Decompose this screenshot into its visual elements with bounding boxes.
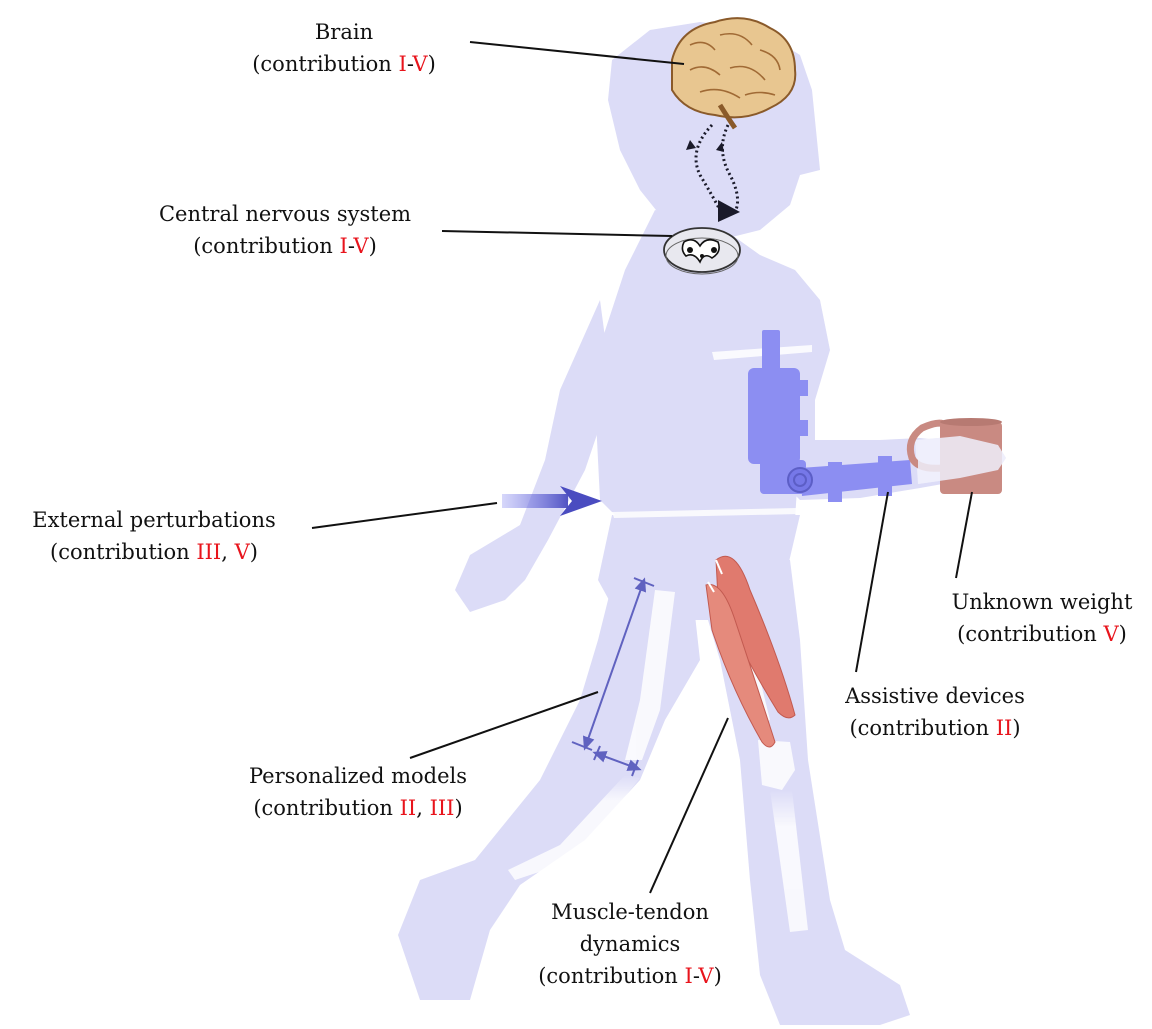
- label-brain-contribution: (contribution I-V): [234, 48, 454, 80]
- contribution-separator: ,: [416, 796, 429, 820]
- contribution-numeral: I: [340, 234, 348, 258]
- contribution-prefix: (contribution: [253, 796, 399, 820]
- label-muscle-title-line1: Muscle-tendon: [510, 896, 750, 928]
- label-external: External perturbations (contribution III…: [4, 504, 304, 568]
- contribution-numeral: V: [353, 234, 368, 258]
- label-weight-contribution: (contribution V): [930, 618, 1152, 650]
- leader-weight: [956, 492, 972, 578]
- contribution-suffix: ): [428, 52, 436, 76]
- contribution-prefix: (contribution: [957, 622, 1103, 646]
- contribution-suffix: ): [1012, 716, 1020, 740]
- leader-muscle: [650, 718, 728, 893]
- contribution-numeral: II: [996, 716, 1013, 740]
- contribution-numeral: V: [1103, 622, 1118, 646]
- contribution-suffix: ): [454, 796, 462, 820]
- label-external-contribution: (contribution III, V): [4, 536, 304, 568]
- contribution-numeral: V: [235, 540, 250, 564]
- contribution-suffix: ): [250, 540, 258, 564]
- contribution-numeral: V: [698, 964, 713, 988]
- label-personalized: Personalized models (contribution II, II…: [228, 760, 488, 824]
- label-assistive-contribution: (contribution II): [818, 712, 1052, 744]
- contribution-prefix: (contribution: [538, 964, 684, 988]
- label-weight-title: Unknown weight: [930, 586, 1152, 618]
- label-assistive-title: Assistive devices: [818, 680, 1052, 712]
- contribution-numeral: II: [400, 796, 417, 820]
- contribution-prefix: (contribution: [50, 540, 196, 564]
- contribution-numeral: III: [430, 796, 455, 820]
- mug-icon: [910, 418, 1006, 494]
- arm-exoskeleton-icon: [748, 330, 912, 502]
- leader-cns: [442, 231, 672, 236]
- label-brain-title: Brain: [234, 16, 454, 48]
- leader-external: [312, 503, 497, 528]
- label-external-title: External perturbations: [4, 504, 304, 536]
- label-personalized-title: Personalized models: [228, 760, 488, 792]
- label-cns-contribution: (contribution I-V): [130, 230, 440, 262]
- contribution-suffix: ): [714, 964, 722, 988]
- label-weight: Unknown weight (contribution V): [930, 586, 1152, 650]
- body-silhouette: [398, 22, 1000, 1025]
- contribution-prefix: (contribution: [849, 716, 995, 740]
- contribution-prefix: (contribution: [252, 52, 398, 76]
- contribution-prefix: (contribution: [193, 234, 339, 258]
- label-muscle: Muscle-tendon dynamics (contribution I-V…: [510, 896, 750, 992]
- contribution-suffix: ): [369, 234, 377, 258]
- label-assistive: Assistive devices (contribution II): [818, 680, 1052, 744]
- contribution-numeral: I: [399, 52, 407, 76]
- label-brain: Brain (contribution I-V): [234, 16, 454, 80]
- label-muscle-contribution: (contribution I-V): [510, 960, 750, 992]
- label-muscle-title-line2: dynamics: [510, 928, 750, 960]
- contribution-numeral: III: [196, 540, 221, 564]
- contribution-suffix: ): [1119, 622, 1127, 646]
- contribution-numeral: V: [412, 52, 427, 76]
- label-cns-title: Central nervous system: [130, 198, 440, 230]
- label-cns: Central nervous system (contribution I-V…: [130, 198, 440, 262]
- leader-assistive: [856, 492, 888, 672]
- contribution-separator: ,: [221, 540, 234, 564]
- back-arm: [455, 300, 612, 612]
- label-personalized-contribution: (contribution II, III): [228, 792, 488, 824]
- contribution-numeral: I: [685, 964, 693, 988]
